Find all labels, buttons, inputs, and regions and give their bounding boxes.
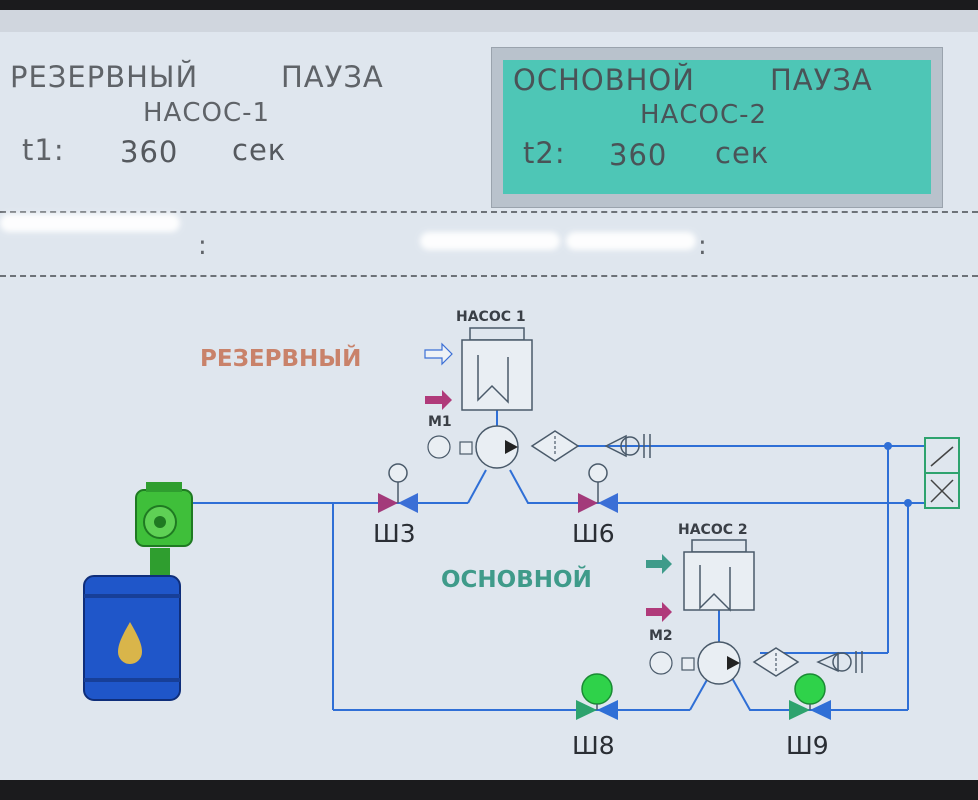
pump1-name-text: НАСОС-1: [143, 98, 271, 128]
distribution-block: [924, 437, 960, 509]
pump1-arrows: [424, 342, 453, 410]
valve-sh8[interactable]: [576, 673, 618, 720]
timer2-value[interactable]: 360: [609, 138, 668, 172]
pump2-arrows: [646, 554, 672, 622]
pump2-name-text: НАСОС-2: [640, 100, 768, 130]
valve-sh8-label: Ш8: [572, 731, 615, 760]
valve-sh3[interactable]: [378, 463, 418, 513]
timer2-unit: сек: [715, 136, 770, 170]
device-bezel-bottom: [0, 780, 978, 800]
pump2-state-text: ПАУЗА: [770, 63, 873, 97]
glare-right: [566, 232, 696, 250]
timer1-unit: сек: [232, 133, 287, 167]
status-colon-right: :: [698, 231, 707, 261]
pump1-title-label: НАСОС 1: [456, 309, 526, 325]
pump2-role-label: ОСНОВНОЙ: [441, 565, 592, 593]
junction-dot: [884, 442, 892, 450]
piping-schematic: НАСОС 1 РЕЗЕРВНЫЙ М1 НАСОС 2 ОСНОВНОЙ М2…: [83, 309, 960, 760]
pump1-role-text: РЕЗЕРВНЫЙ: [10, 60, 199, 94]
timer2-label: t2:: [523, 136, 566, 170]
junction-dot: [904, 499, 912, 507]
timer1-value[interactable]: 360: [120, 135, 179, 169]
valve-sh3-label: Ш3: [373, 519, 416, 548]
timer1-label: t1:: [22, 133, 65, 167]
pump1-state-text: ПАУЗА: [281, 60, 384, 94]
pump2-title-label: НАСОС 2: [678, 522, 748, 538]
motor1-label: М1: [428, 414, 452, 430]
screen-top-band: [0, 10, 978, 32]
separator-top: [0, 211, 978, 213]
pump2-role-text: ОСНОВНОЙ: [513, 63, 695, 97]
glare-middle: [420, 232, 560, 250]
separator-bottom: [0, 275, 978, 277]
pump1-role-label: РЕЗЕРВНЫЙ: [200, 344, 361, 372]
oil-tank-icon: [83, 575, 181, 701]
status-colon-left: :: [198, 231, 207, 261]
valve-sh9[interactable]: [789, 673, 831, 720]
valve-sh6[interactable]: [578, 463, 618, 513]
motor2-label: М2: [649, 628, 673, 644]
pump1-unit[interactable]: [427, 327, 651, 469]
pipes: [190, 410, 925, 711]
glare-left: [0, 214, 180, 232]
valve-sh9-label: Ш9: [786, 731, 829, 760]
valve-sh6-label: Ш6: [572, 519, 615, 548]
transfer-pump-icon[interactable]: [135, 482, 193, 576]
pump2-unit[interactable]: [649, 539, 863, 685]
pump2-panel-highlight[interactable]: [503, 60, 931, 194]
hmi-screen: РЕЗЕРВНЫЙ ПАУЗА НАСОС-1 t1: 360 сек ОСНО…: [0, 10, 978, 780]
